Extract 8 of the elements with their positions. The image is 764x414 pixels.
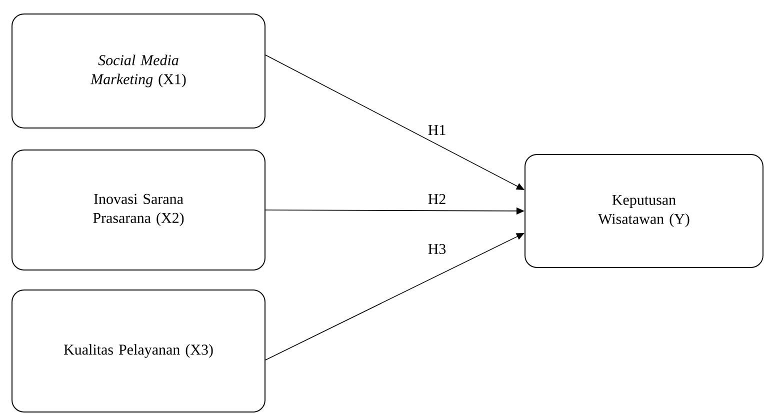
variable-box: Keputusan Wisatawan (Y) [524, 154, 764, 268]
variable-box: Kualitas Pelayanan (X3) [12, 290, 266, 412]
arrow [265, 54, 524, 190]
edge-label: H3 [426, 242, 448, 256]
edge-label: H1 [426, 124, 448, 136]
edge-label: H2 [426, 193, 448, 205]
variable-box: Inovasi Sarana Prasarana (X2) [12, 150, 266, 270]
variable-box: Social Media Marketing (X1) [12, 14, 266, 128]
